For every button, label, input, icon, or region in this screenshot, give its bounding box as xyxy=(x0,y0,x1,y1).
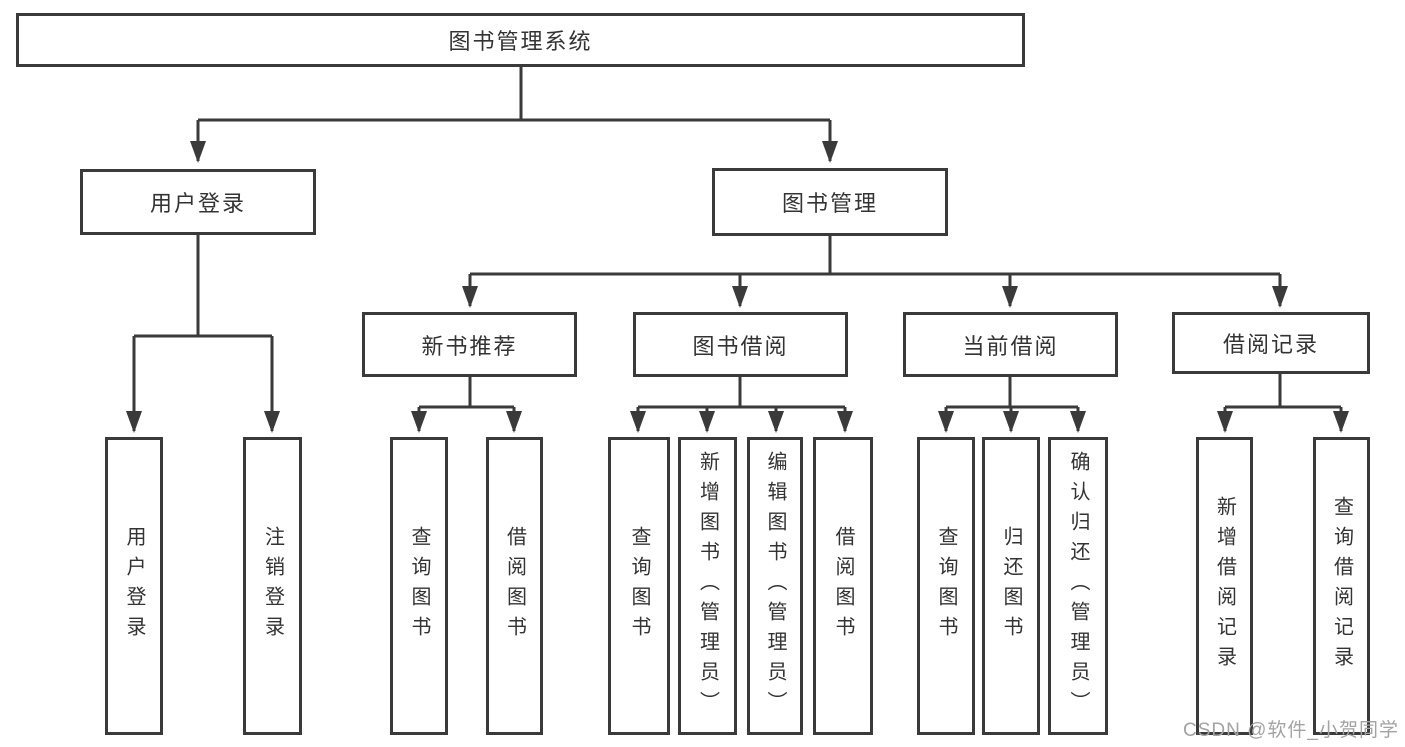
node-book-management: 图书管理 xyxy=(712,168,948,236)
node-current-borrowing: 当前借阅 xyxy=(903,312,1118,377)
leaf-logout: 注销登录 xyxy=(243,437,302,735)
node-root-library-system: 图书管理系统 xyxy=(16,13,1025,67)
leaf-return-books: 归还图书 xyxy=(982,437,1040,735)
leaf-borrow-books: 借阅图书 xyxy=(486,437,543,735)
leaf-confirm-return-admin: 确认归还（管理员） xyxy=(1048,437,1108,735)
node-user-login: 用户登录 xyxy=(80,169,316,235)
node-borrowing-records: 借阅记录 xyxy=(1172,312,1370,374)
node-book-borrowing: 图书借阅 xyxy=(633,312,848,377)
csdn-watermark: CSDN @软件_小贺同学 xyxy=(1183,720,1399,741)
node-new-book-recommendation: 新书推荐 xyxy=(362,312,577,377)
leaf-user-login: 用户登录 xyxy=(105,437,163,735)
leaf-query-books: 查询图书 xyxy=(917,437,975,735)
leaf-query-books: 查询图书 xyxy=(608,437,670,735)
leaf-query-borrow-record: 查询借阅记录 xyxy=(1313,437,1370,735)
leaf-edit-books-admin: 编辑图书（管理员） xyxy=(747,437,803,735)
leaf-add-borrow-record: 新增借阅记录 xyxy=(1196,437,1253,735)
leaf-borrow-books: 借阅图书 xyxy=(813,437,873,735)
leaf-query-books: 查询图书 xyxy=(390,437,448,735)
leaf-add-books-admin: 新增图书（管理员） xyxy=(678,437,737,735)
